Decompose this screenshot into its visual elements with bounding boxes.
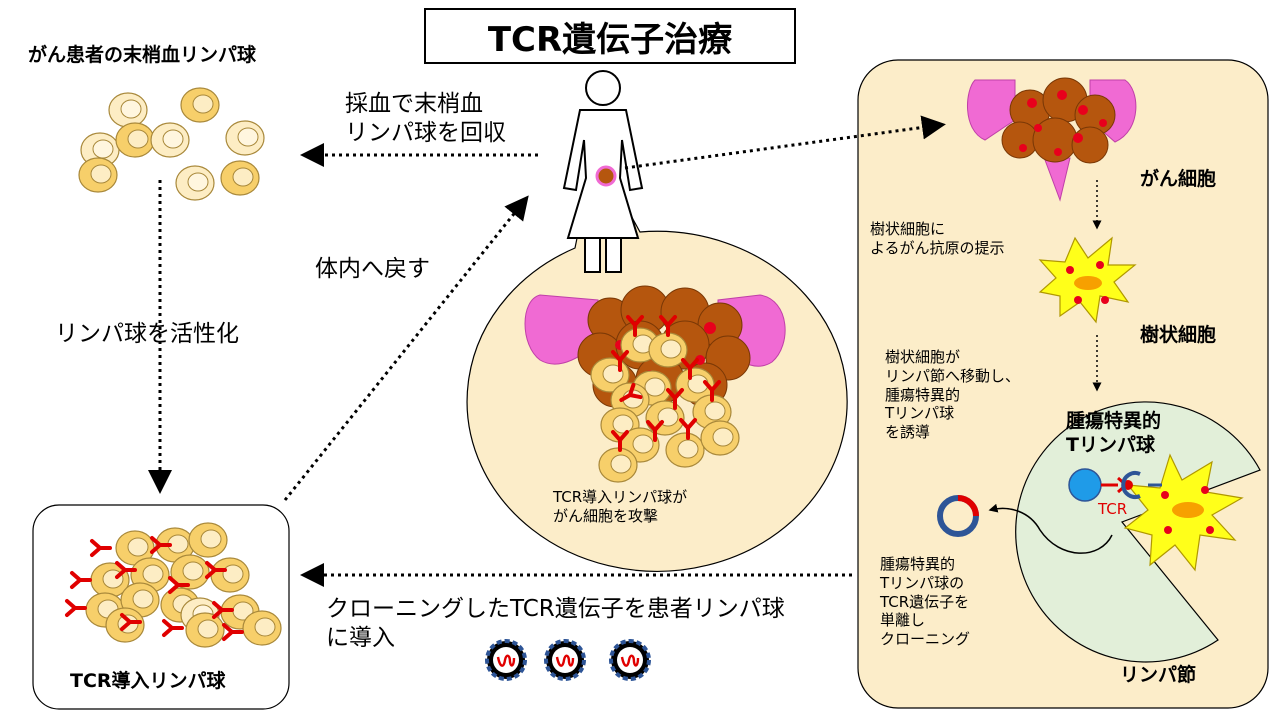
lymph-node-shape: [1015, 401, 1261, 663]
label-dendritic-cell: 樹状細胞: [1140, 324, 1217, 346]
label-migration: 樹状細胞が リンパ節へ移動し、 腫瘍特異的 Tリンパ球 を誘導: [885, 348, 1021, 441]
label-lymph-node: リンパ節: [1120, 664, 1197, 686]
page-title: TCR遺伝子治療: [424, 8, 796, 64]
plasmid-ring-icon: [937, 495, 979, 537]
viral-vector-icons: [485, 639, 651, 681]
tumor-attack-illustration: [524, 285, 786, 483]
label-peripheral-lymphocytes: がん患者の末梢血リンパ球: [28, 44, 257, 66]
label-tcr-transduced: TCR導入リンパ球: [70, 670, 226, 692]
t-cell-receptor-illustration: [1068, 468, 1162, 502]
patient-figure-icon: [562, 70, 644, 273]
peripheral-lymphocytes-cluster: [78, 87, 265, 201]
label-activate-lymphocytes: リンパ球を活性化: [55, 321, 239, 347]
label-cancer-cell: がん細胞: [1140, 168, 1217, 190]
dendritic-cell-node-illustration: [1123, 453, 1244, 572]
label-blood-collection: 採血で末梢血 リンパ球を回収: [345, 91, 506, 146]
arrow-return: [283, 195, 529, 501]
label-isolate-clone: 腫瘍特異的 Tリンパ球の TCR遺伝子を 単離し クローニング: [880, 555, 971, 648]
arrow-isolate: [988, 503, 1113, 554]
label-tcr: TCR: [1098, 500, 1128, 518]
label-cloning-transduction: クローニングしたTCR遺伝子を患者リンパ球 に導入: [326, 596, 785, 651]
label-return-to-body: 体内へ戻す: [315, 256, 430, 282]
label-tcr-attack: TCR導入リンパ球が がん細胞を攻撃: [553, 488, 688, 525]
cancer-cell-illustration: [966, 77, 1137, 202]
label-tumor-specific-t: 腫瘍特異的 Tリンパ球: [1066, 410, 1162, 456]
label-antigen-presentation: 樹状細胞に よるがん抗原の提示: [870, 220, 1005, 257]
dendritic-cell-illustration: [1038, 236, 1137, 324]
